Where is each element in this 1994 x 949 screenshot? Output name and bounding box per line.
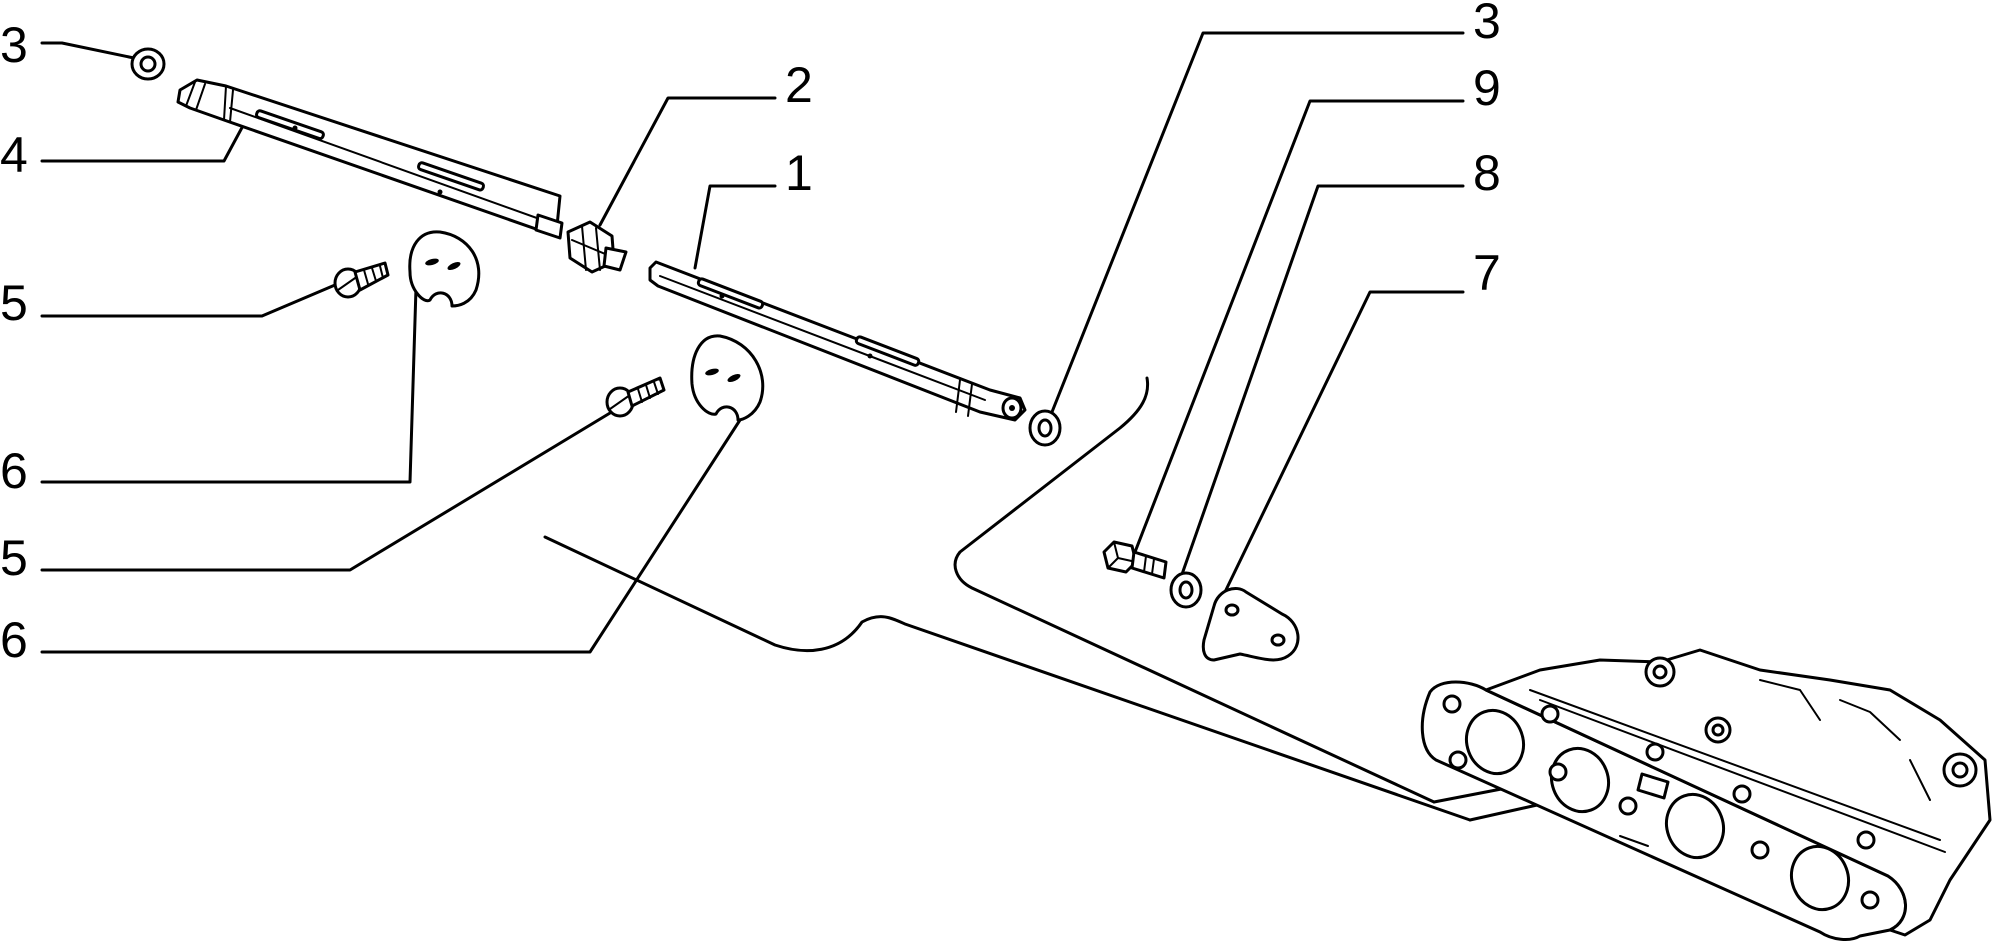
callout-5-upper: 5 [0,275,28,331]
cam-disc-6-lower [690,334,765,422]
leader-lines [40,31,1465,654]
shaft-1 [648,260,1027,422]
leader-9 [1133,99,1465,554]
screw-5-lower [605,376,666,418]
washer-3-right [1028,409,1062,447]
leader-6-upper [40,286,418,484]
leader-3-left [40,41,136,60]
cylinder-head-assembly [1420,648,1992,941]
shaft-4 [176,78,564,240]
leader-2 [598,96,777,227]
washer-3-left [130,47,166,81]
leader-4 [40,120,247,163]
leader-5-lower [40,408,617,572]
callout-9: 9 [1473,60,1501,116]
leader-7 [1223,290,1465,594]
callout-4: 4 [0,127,28,183]
callout-6-lower: 6 [0,612,28,668]
cam-disc-6-upper [408,230,481,308]
leader-6-lower [40,418,742,654]
callout-2: 2 [785,57,813,113]
leader-1 [693,184,777,270]
leader-3-right [1050,31,1465,414]
coupling-2 [566,220,628,274]
bolt-9 [1102,540,1168,580]
callout-7: 7 [1473,245,1501,301]
callout-8: 8 [1473,145,1501,201]
callout-3-right: 3 [1473,0,1501,49]
callout-1: 1 [785,145,813,201]
leader-5-upper [40,283,337,318]
bracket-plate-7 [1201,587,1300,662]
screw-5-upper [333,261,390,299]
callout-5-lower: 5 [0,530,28,586]
leader-8 [1178,184,1465,582]
callout-3-left: 3 [0,17,28,73]
callout-6-upper: 6 [0,443,28,499]
washer-8 [1169,571,1203,609]
